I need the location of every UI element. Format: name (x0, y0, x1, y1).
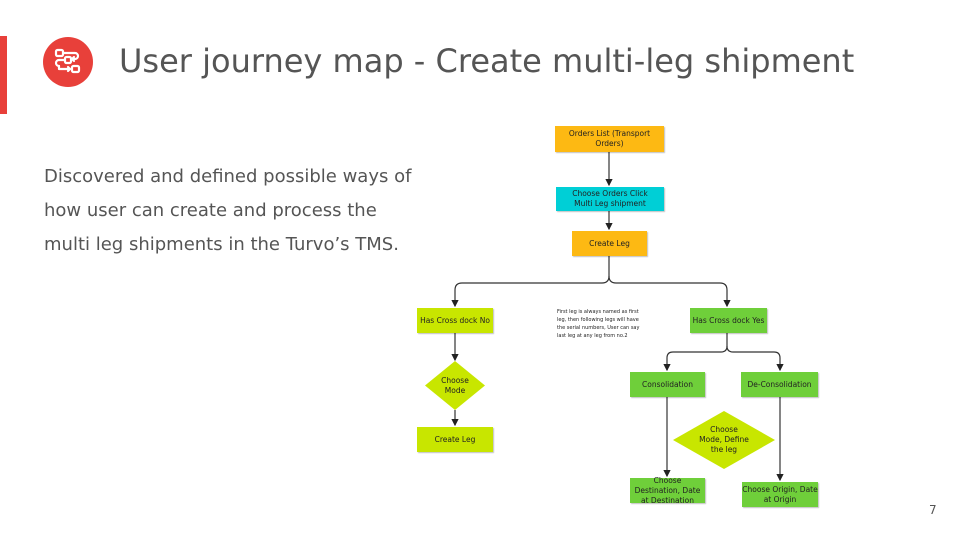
page-title: User journey map - Create multi-leg ship… (119, 42, 855, 80)
node-create-leg-bottom: Create Leg (417, 427, 493, 452)
node-create-leg-top: Create Leg (572, 231, 647, 256)
node-cross-dock-no: Has Cross dock No (417, 308, 493, 333)
node-cross-dock-yes: Has Cross dock Yes (690, 308, 767, 333)
description: Discovered and defined possible ways of … (44, 166, 412, 255)
workflow-icon (43, 37, 93, 87)
node-consolidation: Consolidation (630, 372, 705, 397)
node-choose-destination: Choose Destination, Date at Destination (630, 476, 705, 505)
accent-bar (0, 36, 7, 114)
note-text: First leg is always named as first leg, … (557, 309, 640, 339)
node-choose-orders: Choose Orders Click Multi Leg shipment (556, 187, 664, 211)
page-number: 7 (929, 503, 937, 517)
node-orders-list: Orders List (Transport Orders) (555, 126, 664, 152)
node-deconsolidation: De-Consolidation (741, 372, 818, 397)
node-choose-origin: Choose Origin, Date at Origin (742, 482, 818, 507)
